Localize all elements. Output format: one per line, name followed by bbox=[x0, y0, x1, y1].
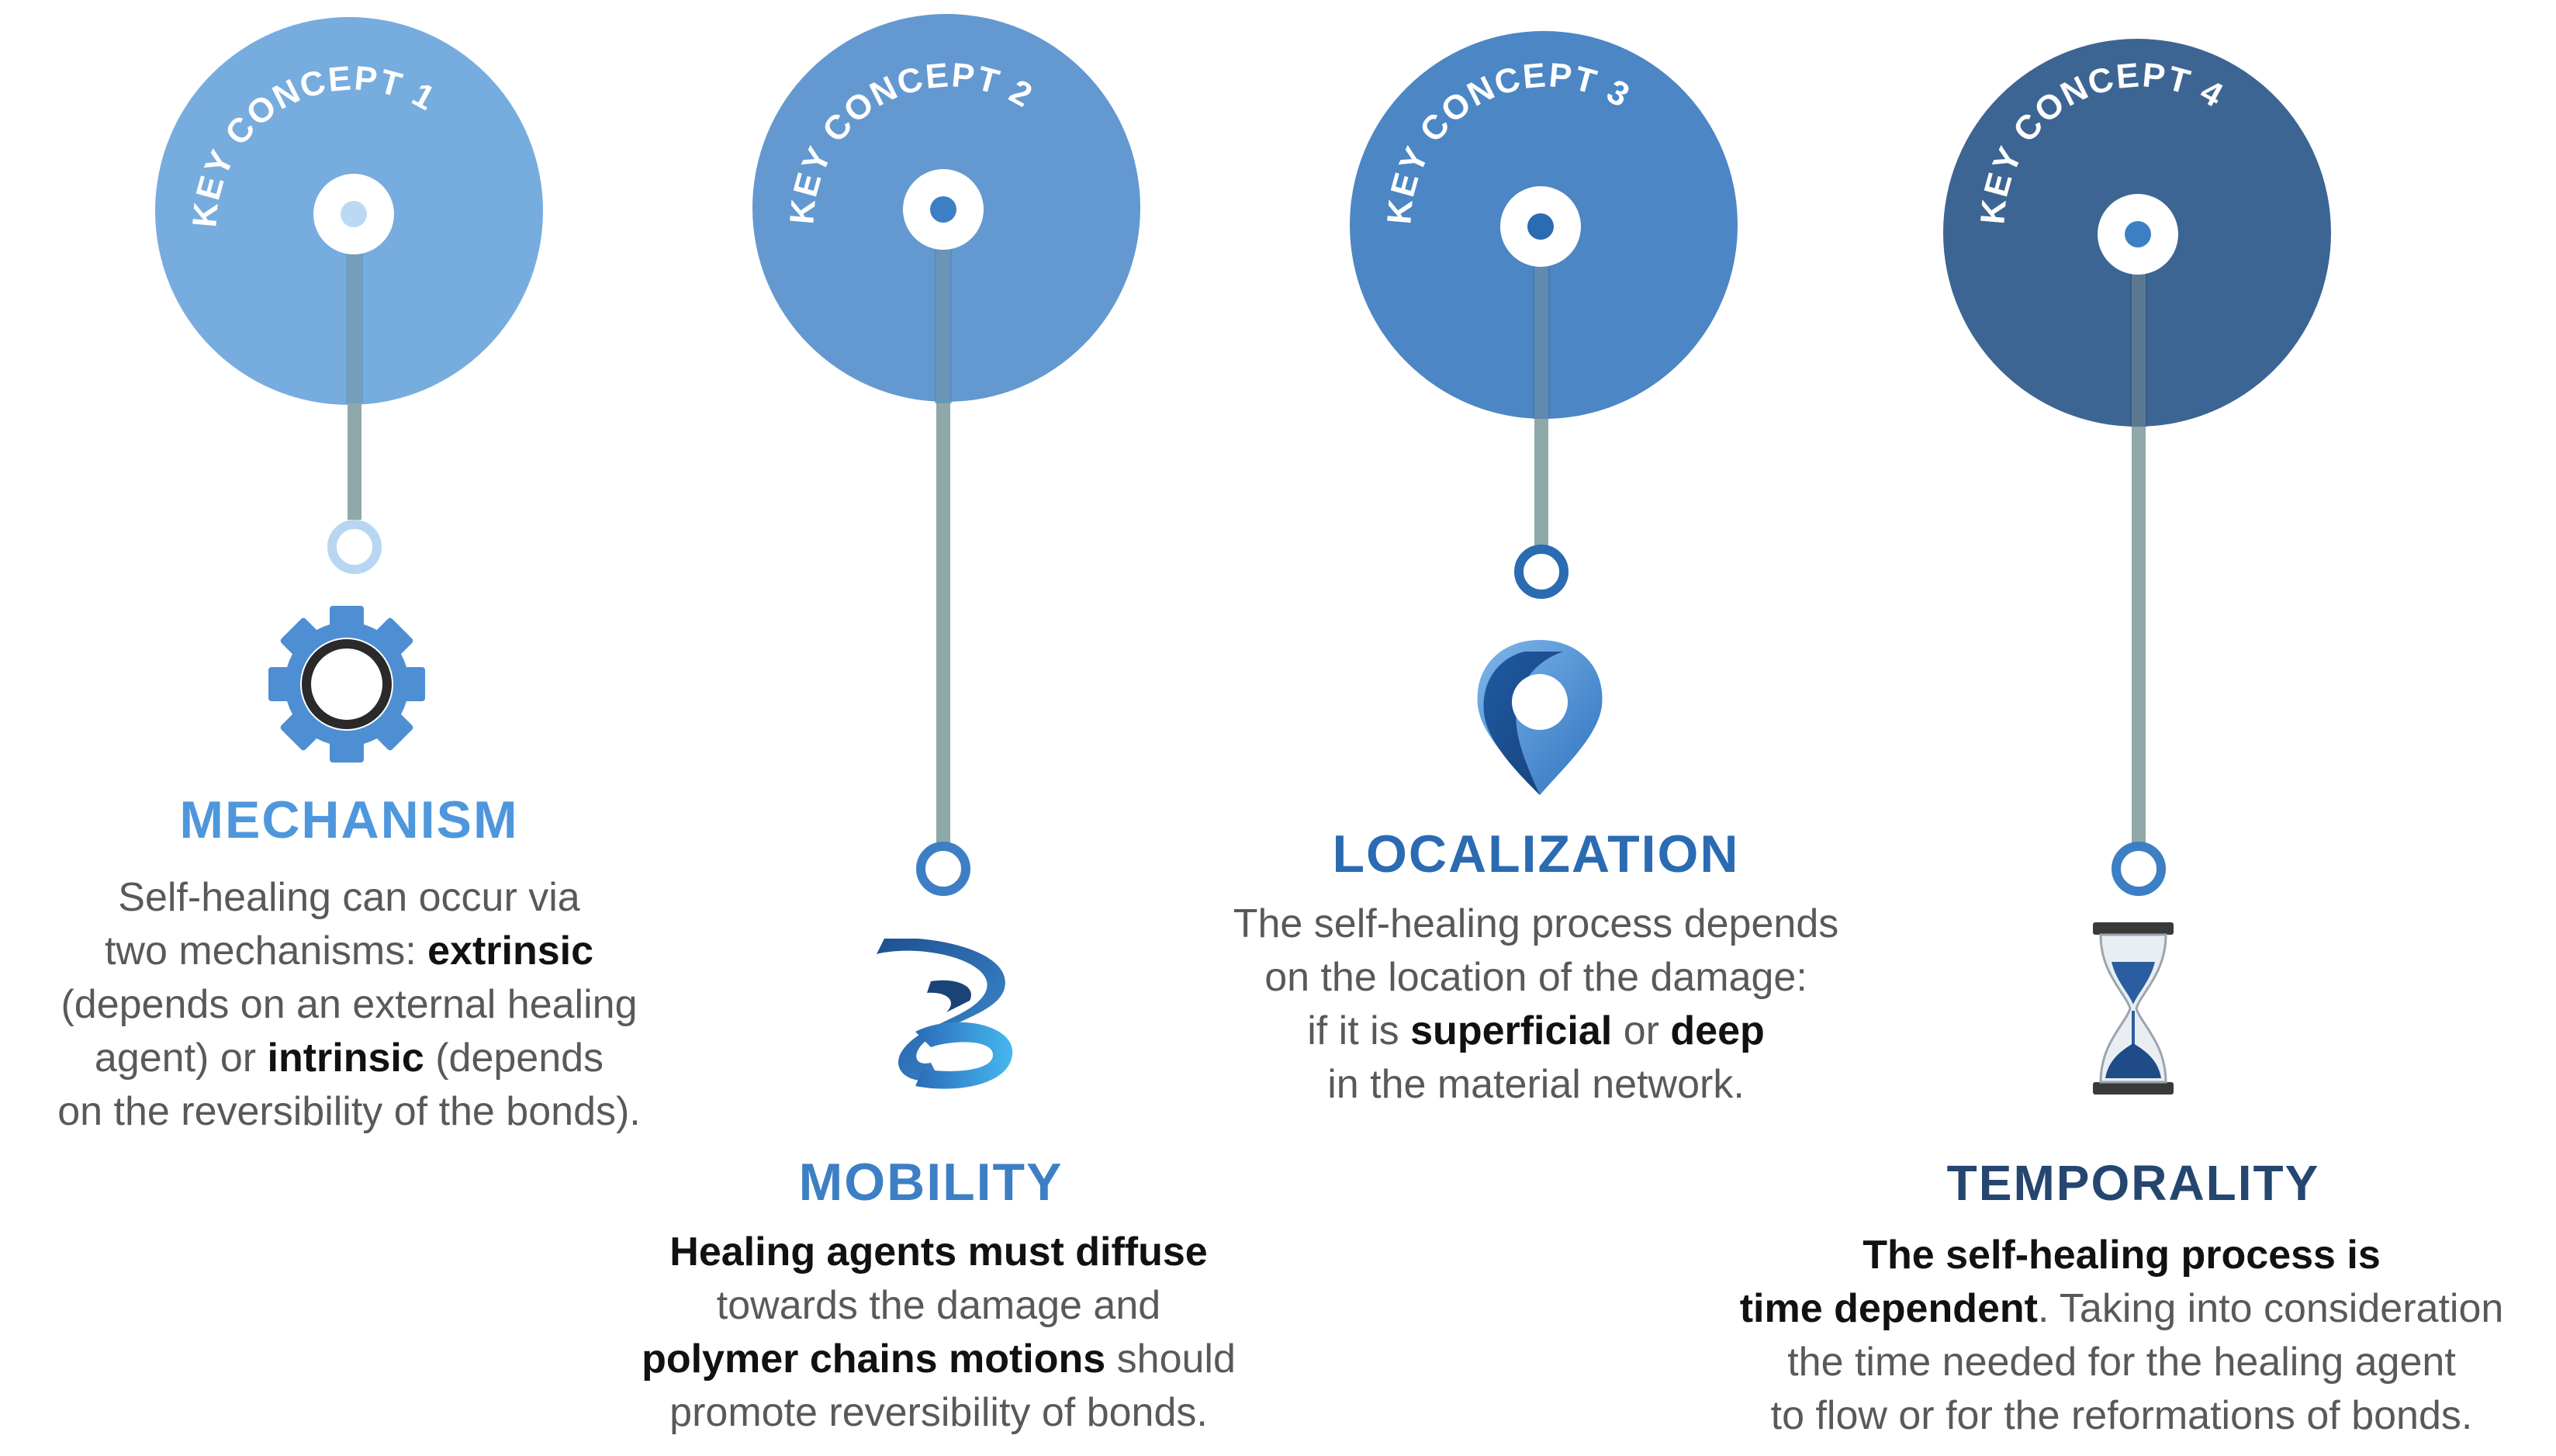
concept-2-description: Healing agents must diffuse towards the … bbox=[590, 1226, 1288, 1440]
concept-2-title: MOBILITY bbox=[798, 1153, 1064, 1212]
concept-1-description: Self-healing can occur via two mechanism… bbox=[0, 871, 698, 1139]
concept-1-label: KEY CONCEPT 1 bbox=[185, 59, 441, 229]
concept-3-hub bbox=[1500, 186, 1581, 267]
concept-2-ring bbox=[916, 842, 970, 896]
concept-1-line-1: Self-healing can occur via bbox=[118, 875, 580, 920]
concept-1-ring bbox=[327, 520, 382, 574]
concept-3-line-3: if it is superficial or deep bbox=[1307, 1008, 1765, 1053]
concept-4-description: The self-healing process is time depende… bbox=[1691, 1229, 2552, 1443]
svg-text:KEY CONCEPT 3: KEY CONCEPT 3 bbox=[1380, 56, 1637, 226]
location-pin-icon bbox=[1477, 640, 1603, 795]
concept-4-ring bbox=[2112, 842, 2166, 896]
concept-3-stem-shade bbox=[1533, 264, 1550, 419]
concept-2-line-2: towards the damage and bbox=[716, 1283, 1161, 1328]
concept-1-hub bbox=[313, 174, 394, 254]
gear-icon bbox=[268, 606, 425, 763]
concept-4-label: KEY CONCEPT 4 bbox=[1973, 56, 2230, 226]
concept-2-line-1: Healing agents must diffuse bbox=[669, 1229, 1208, 1274]
helix-icon bbox=[877, 939, 1013, 1089]
concept-1-line-5: on the reversibility of the bonds). bbox=[57, 1089, 641, 1134]
concept-2-line-3: polymer chains motions should bbox=[642, 1337, 1236, 1382]
concept-4-line-3: the time needed for the healing agent bbox=[1787, 1340, 2456, 1385]
concept-4-line-1: The self-healing process is bbox=[1863, 1233, 2381, 1278]
hourglass-icon bbox=[2093, 922, 2174, 1095]
concept-1-stem-shade bbox=[346, 248, 363, 403]
concept-3-line-1: The self-healing process depends bbox=[1233, 901, 1839, 946]
concept-3-line-4: in the material network. bbox=[1327, 1062, 1745, 1107]
concept-1-title: MECHANISM bbox=[179, 790, 519, 849]
concept-4-line-4: to flow or for the reformations of bonds… bbox=[1770, 1393, 2473, 1438]
concept-1-line-4: agent) or intrinsic (depends bbox=[94, 1036, 604, 1081]
concept-3-label: KEY CONCEPT 3 bbox=[1380, 56, 1637, 226]
concept-3-description: The self-healing process depends on the … bbox=[1187, 897, 1885, 1112]
concept-4-title: TEMPORALITY bbox=[1946, 1155, 2320, 1211]
concept-1-line-3: (depends on an external healing bbox=[61, 982, 638, 1027]
concept-4-stem-shade bbox=[2130, 271, 2147, 427]
concept-3-ring bbox=[1514, 545, 1569, 599]
concept-4-line-2: time dependent. Taking into consideratio… bbox=[1739, 1286, 2504, 1331]
concept-2-line-4: promote reversibility of bonds. bbox=[669, 1390, 1208, 1435]
svg-text:KEY CONCEPT 4: KEY CONCEPT 4 bbox=[1973, 56, 2230, 226]
concept-4-hub bbox=[2098, 194, 2178, 275]
concept-1-line-2: two mechanisms: extrinsic bbox=[104, 929, 594, 974]
concept-2-hub bbox=[903, 169, 984, 250]
concept-3-title: LOCALIZATION bbox=[1332, 825, 1740, 884]
concept-3-line-2: on the location of the damage: bbox=[1264, 955, 1807, 1000]
concept-2-stem-shade bbox=[935, 248, 952, 403]
